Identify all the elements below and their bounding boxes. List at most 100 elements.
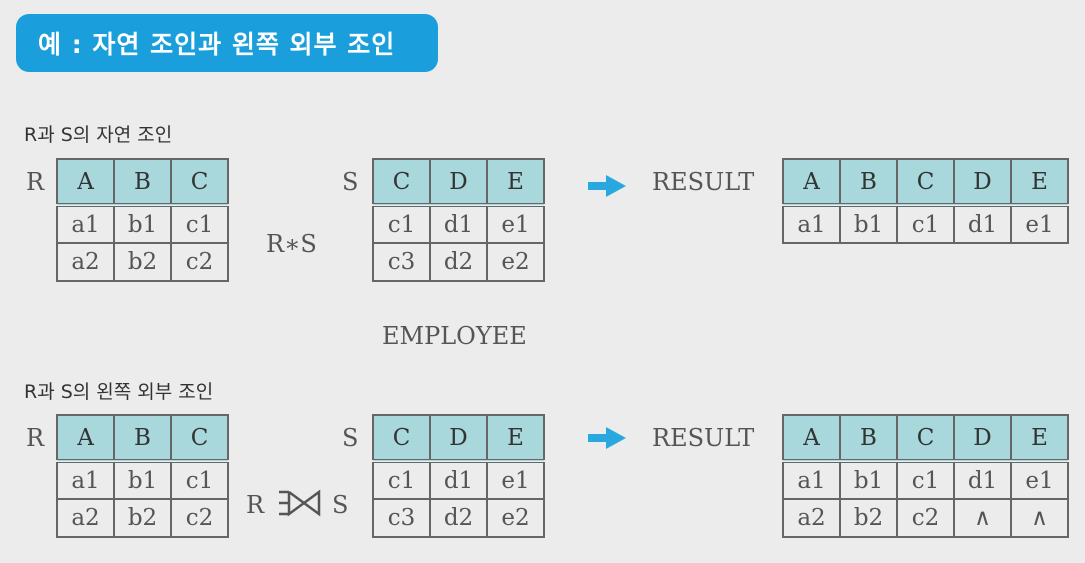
column-header: A — [56, 414, 115, 463]
table-cell: b2 — [839, 498, 898, 538]
table-cell: c3 — [372, 242, 431, 282]
relation-s-name: S — [342, 424, 359, 452]
table-cell: a1 — [782, 204, 841, 244]
result-label: RESULT — [652, 168, 755, 196]
table-cell: e2 — [486, 498, 545, 538]
column-header: A — [56, 158, 115, 207]
table-cell: b2 — [113, 498, 172, 538]
relation-r-name: R — [26, 168, 45, 196]
column-header: D — [953, 158, 1012, 207]
table-cell: b2 — [113, 242, 172, 282]
banner-title: 예 : 자연 조인과 왼쪽 외부 조인 — [38, 30, 396, 59]
column-header: B — [113, 158, 172, 207]
arrow-right-icon — [588, 175, 626, 197]
column-header: B — [839, 414, 898, 463]
column-header: B — [113, 414, 172, 463]
table-cell: c1 — [372, 460, 431, 500]
table-cell: b1 — [839, 204, 898, 244]
column-header: E — [486, 414, 545, 463]
table-cell: e1 — [486, 204, 545, 244]
table-cell: c1 — [896, 204, 955, 244]
table-cell: d1 — [429, 204, 488, 244]
table-cell: d1 — [953, 204, 1012, 244]
table-cell: c1 — [170, 460, 229, 500]
table-cell: a1 — [782, 460, 841, 500]
relation-s-name: S — [342, 168, 359, 196]
natural-join-label: R과 S의 자연 조인 — [24, 124, 173, 146]
table-cell: c1 — [372, 204, 431, 244]
column-header: E — [1010, 414, 1069, 463]
column-header: E — [1010, 158, 1069, 207]
column-header: E — [486, 158, 545, 207]
table-cell: e1 — [486, 460, 545, 500]
arrow-right-icon — [588, 427, 626, 449]
table-cell: c3 — [372, 498, 431, 538]
table-cell: c2 — [896, 498, 955, 538]
column-header: C — [170, 158, 229, 207]
title-banner: 예 : 자연 조인과 왼쪽 외부 조인 — [16, 14, 438, 72]
table-cell: ∧ — [1010, 498, 1069, 538]
table-cell: ∧ — [953, 498, 1012, 538]
column-header: C — [372, 414, 431, 463]
result-label: RESULT — [652, 424, 755, 452]
column-header: C — [170, 414, 229, 463]
column-header: D — [953, 414, 1012, 463]
column-header: D — [429, 158, 488, 207]
table-cell: d1 — [429, 460, 488, 500]
table-cell: a2 — [56, 242, 115, 282]
table-cell: a2 — [782, 498, 841, 538]
table-cell: e1 — [1010, 204, 1069, 244]
column-header: C — [896, 414, 955, 463]
table-cell: d1 — [953, 460, 1012, 500]
column-header: B — [839, 158, 898, 207]
table-cell: c1 — [170, 204, 229, 244]
table-cell: d2 — [429, 242, 488, 282]
table-cell: b1 — [113, 204, 172, 244]
table-cell: c1 — [896, 460, 955, 500]
column-header: C — [372, 158, 431, 207]
table-cell: b1 — [839, 460, 898, 500]
column-header: C — [896, 158, 955, 207]
table-cell: b1 — [113, 460, 172, 500]
left-outer-join-symbol-icon — [279, 489, 321, 517]
left-outer-join-operator-right: S — [332, 491, 349, 519]
table-cell: a2 — [56, 498, 115, 538]
table-cell: c2 — [170, 242, 229, 282]
natural-join-operator: R∗S — [266, 230, 317, 258]
table-cell: a1 — [56, 460, 115, 500]
table-cell: a1 — [56, 204, 115, 244]
table-cell: e2 — [486, 242, 545, 282]
column-header: A — [782, 414, 841, 463]
relation-r-name: R — [26, 424, 45, 452]
column-header: A — [782, 158, 841, 207]
left-outer-join-label: R과 S의 왼쪽 외부 조인 — [24, 381, 214, 403]
table-cell: c2 — [170, 498, 229, 538]
column-header: D — [429, 414, 488, 463]
left-outer-join-operator-left: R — [246, 491, 265, 519]
table-cell: d2 — [429, 498, 488, 538]
table-cell: e1 — [1010, 460, 1069, 500]
employee-title: EMPLOYEE — [382, 322, 527, 350]
